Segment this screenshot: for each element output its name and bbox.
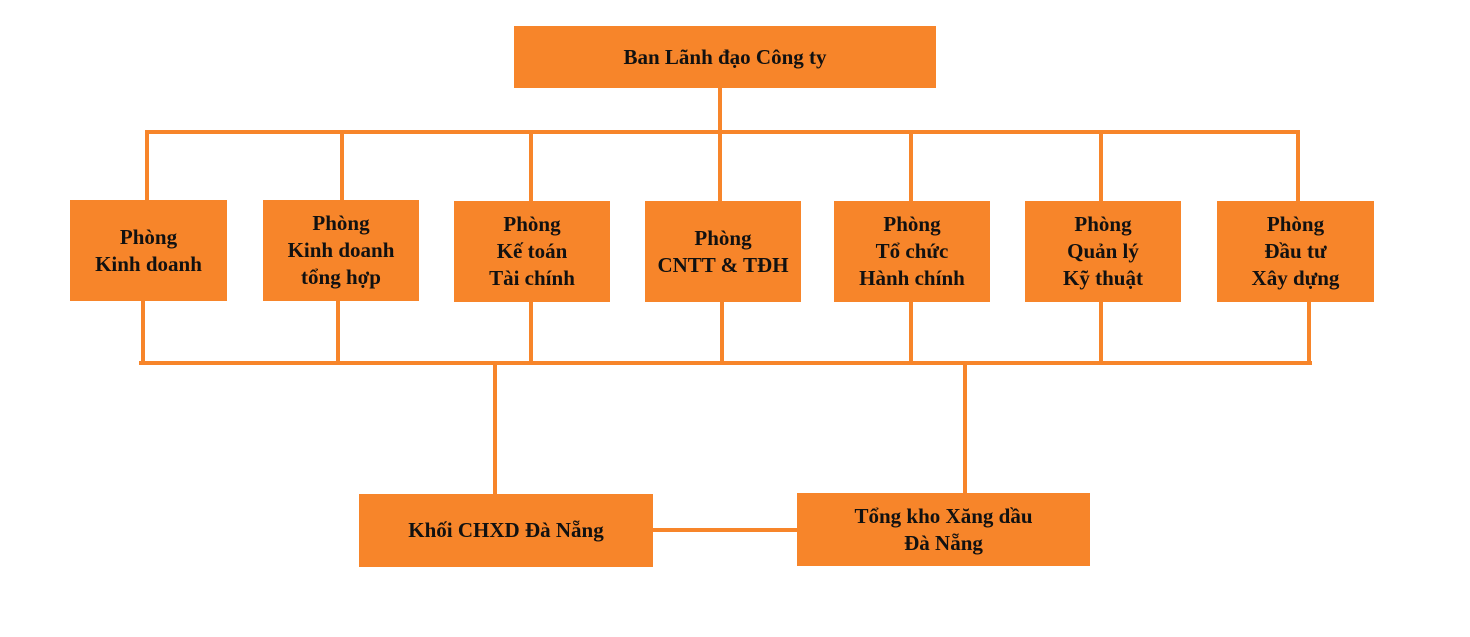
leadership-label: Ban Lãnh đạo Công ty [623,44,827,69]
unit-line: Khối CHXD Đà Nẵng [408,518,604,542]
department-line: Hành chính [859,266,965,290]
department-line: Quản lý [1067,239,1139,263]
unit-line: Đà Nẵng [904,530,983,555]
department-box-technical: Phòng Quản lý Kỹ thuật [1025,201,1181,302]
unit-line: Tổng kho Xăng dầu [854,503,1033,528]
department-line: Tài chính [489,266,575,290]
department-line: Phòng [694,225,752,250]
leadership-box: Ban Lãnh đạo Công ty [514,26,936,88]
department-line: Phòng [1266,212,1325,236]
department-line: Xây dựng [1251,266,1340,290]
department-line: Phòng [119,224,178,249]
department-box-finance: Phòng Kế toán Tài chính [454,201,610,302]
department-line: Kế toán [496,239,568,263]
department-box-it: Phòng CNTT & TĐH [645,201,801,302]
department-line: Phòng [503,212,561,236]
unit-box-stations: Khối CHXD Đà Nẵng [359,494,653,567]
department-box-administration: Phòng Tổ chức Hành chính [834,201,990,302]
department-box-investment: Phòng Đầu tư Xây dựng [1217,201,1374,302]
department-line: Phòng [1074,212,1132,236]
department-box-general-business: Phòng Kinh doanh tổng hợp [263,200,419,301]
department-line: Phòng [883,212,941,236]
department-line: Tổ chức [875,239,949,263]
department-line: Kinh doanh [95,251,202,276]
department-line: CNTT & TĐH [657,252,789,277]
department-line: Phòng [312,211,370,235]
department-line: Kỹ thuật [1063,266,1143,290]
unit-box-depot: Tổng kho Xăng dầu Đà Nẵng [797,493,1090,566]
department-line: tổng hợp [301,265,381,289]
department-box-sales: Phòng Kinh doanh [70,200,227,301]
department-line: Kinh doanh [287,238,395,262]
department-line: Đầu tư [1264,239,1327,263]
